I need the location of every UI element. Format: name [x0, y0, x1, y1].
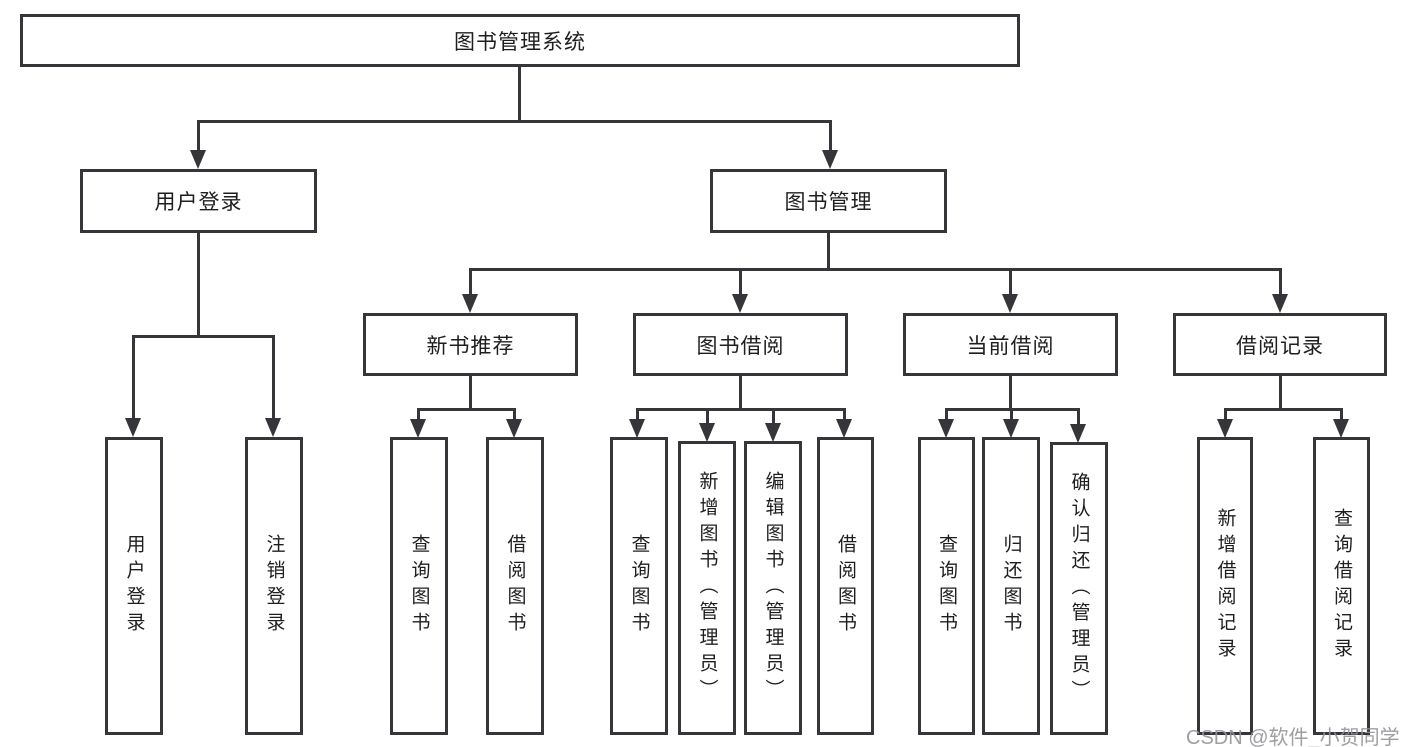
connector-line	[197, 120, 832, 123]
node-book-management: 图书管理	[710, 169, 947, 233]
node-new-book-recommend: 新书推荐	[363, 313, 578, 376]
node-edit-books-admin: 编辑图书（管理员）	[744, 441, 802, 735]
connector-line	[945, 408, 948, 420]
arrowhead-down-icon	[822, 150, 838, 169]
node-return-books: 归还图书	[982, 437, 1040, 735]
node-user-login: 用户登录	[80, 169, 317, 233]
connector-line	[827, 233, 830, 268]
node-current-borrow: 当前借阅	[903, 313, 1118, 376]
node-confirm-return-admin: 确认归还（管理员）	[1050, 442, 1108, 735]
arrowhead-down-icon	[1003, 419, 1019, 438]
arrowhead-down-icon	[1333, 419, 1349, 438]
arrowhead-down-icon	[765, 423, 781, 442]
connector-line	[1340, 408, 1343, 420]
connector-line	[636, 408, 846, 411]
connector-line	[1279, 268, 1282, 296]
connector-line	[843, 408, 846, 420]
connector-line	[1077, 408, 1080, 425]
node-add-books-admin: 新增图书（管理员）	[678, 441, 736, 735]
arrowhead-down-icon	[1272, 294, 1288, 313]
node-query-borrow-record: 查询借阅记录	[1313, 437, 1370, 735]
arrowhead-down-icon	[125, 418, 141, 437]
connector-line	[518, 67, 521, 120]
connector-line	[1224, 408, 1227, 420]
node-query-books-b: 查询图书	[610, 437, 668, 735]
node-root: 图书管理系统	[20, 14, 1020, 67]
arrowhead-down-icon	[1002, 294, 1018, 313]
connector-line	[132, 335, 135, 419]
arrowhead-down-icon	[836, 419, 852, 438]
connector-line	[1010, 408, 1013, 420]
connector-line	[469, 268, 472, 296]
connector-line	[132, 335, 275, 338]
node-book-borrow: 图书借阅	[633, 313, 848, 376]
connector-line	[469, 376, 472, 408]
connector-line	[772, 408, 775, 424]
connector-line	[829, 120, 832, 152]
arrowhead-down-icon	[699, 423, 715, 442]
node-logout: 注销登录	[245, 437, 303, 735]
node-user-login-leaf: 用户登录	[105, 437, 163, 735]
node-borrow-books-b: 借阅图书	[817, 437, 874, 735]
connector-line	[197, 120, 200, 152]
connector-line	[1224, 408, 1343, 411]
arrowhead-down-icon	[462, 294, 478, 313]
connector-line	[469, 268, 1282, 271]
arrowhead-down-icon	[410, 419, 426, 438]
connector-line	[1279, 376, 1282, 408]
connector-line	[417, 408, 420, 420]
arrowhead-down-icon	[1070, 424, 1086, 443]
node-borrow-records: 借阅记录	[1173, 313, 1387, 376]
node-query-books-a: 查询图书	[390, 437, 448, 735]
node-query-books-c: 查询图书	[918, 437, 975, 735]
connector-line	[636, 408, 639, 420]
arrowhead-down-icon	[190, 150, 206, 169]
connector-line	[197, 233, 200, 335]
connector-line	[272, 335, 275, 419]
connector-line	[739, 268, 742, 296]
arrowhead-down-icon	[938, 419, 954, 438]
connector-line	[1009, 268, 1012, 296]
connector-line	[1009, 376, 1012, 408]
arrowhead-down-icon	[1217, 419, 1233, 438]
connector-line	[417, 408, 516, 411]
arrowhead-down-icon	[732, 294, 748, 313]
connector-line	[706, 408, 709, 424]
arrowhead-down-icon	[265, 418, 281, 437]
connector-line	[739, 376, 742, 408]
arrowhead-down-icon	[629, 419, 645, 438]
node-add-borrow-record: 新增借阅记录	[1197, 437, 1253, 735]
csdn-watermark: CSDN @软件_小贺同学	[1186, 727, 1400, 747]
arrowhead-down-icon	[506, 419, 522, 438]
connector-line	[513, 408, 516, 420]
node-borrow-books-a: 借阅图书	[486, 437, 544, 735]
